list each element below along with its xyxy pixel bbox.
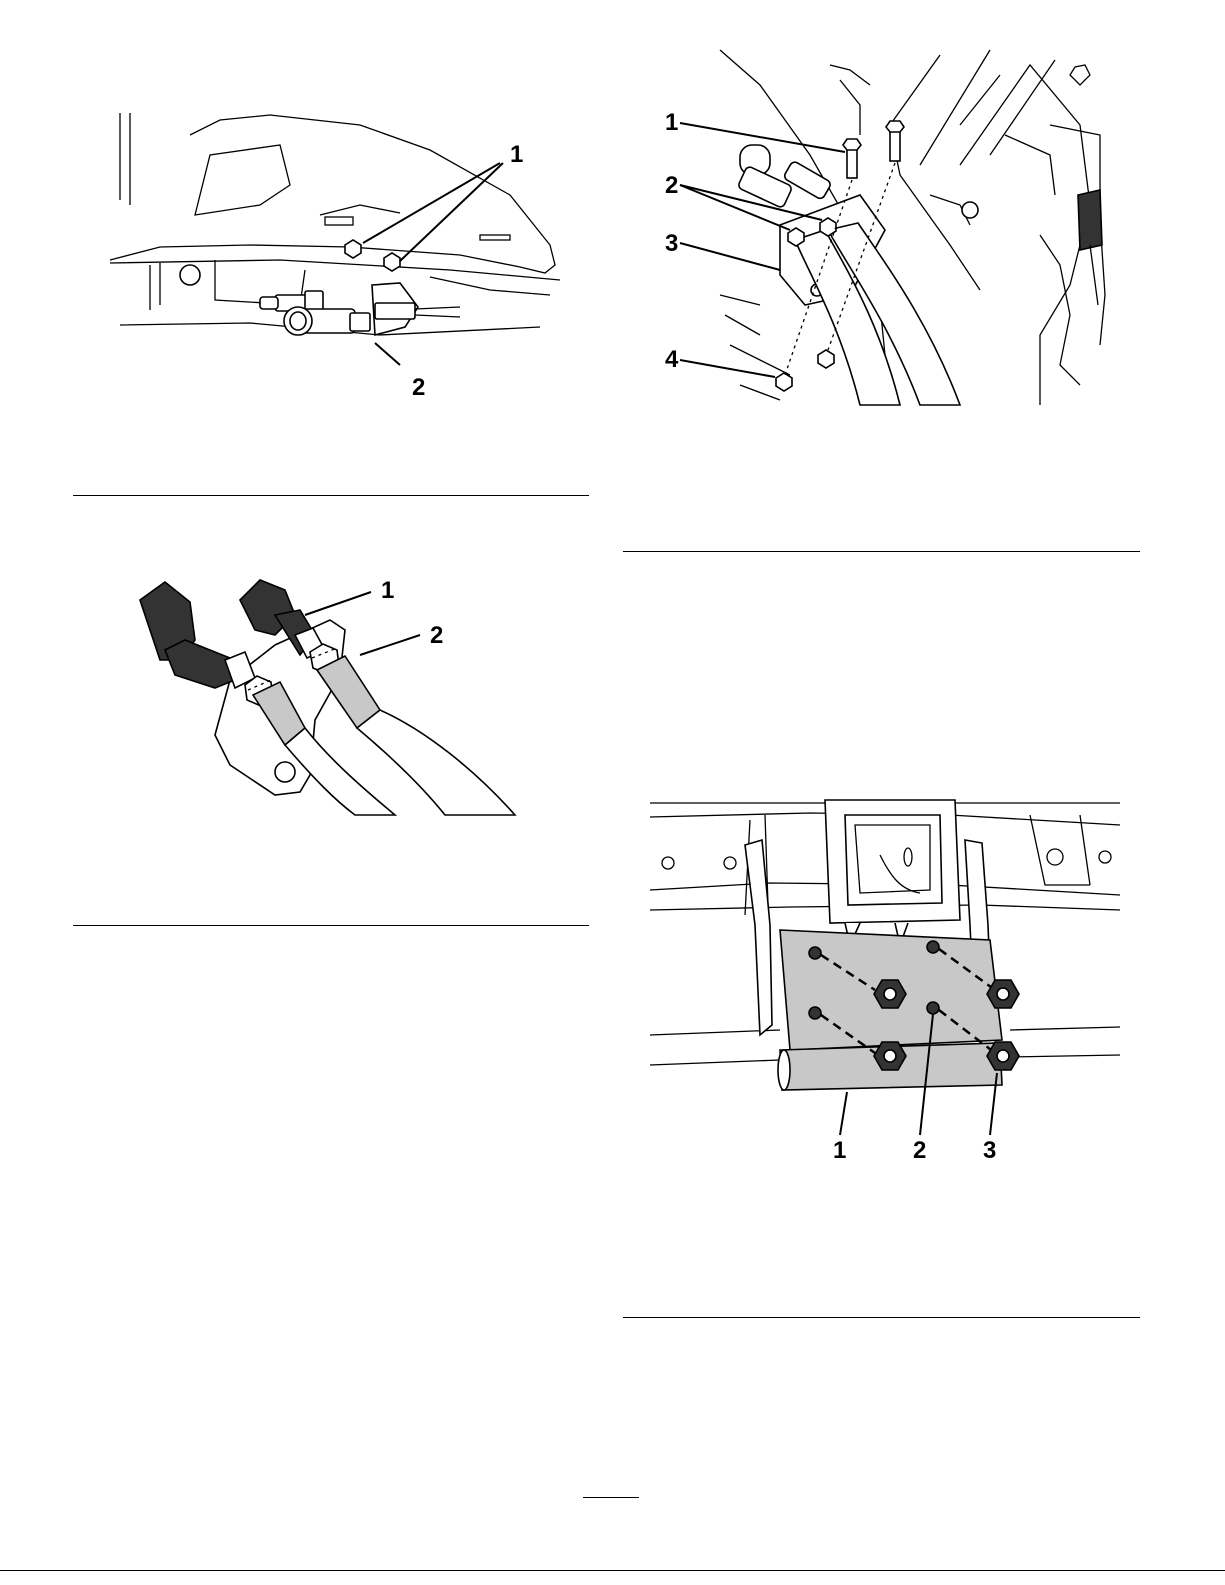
page-number-rule (583, 1497, 639, 1498)
callout-2: 2 (665, 172, 678, 199)
figure-quick-couplers: 1 2 (135, 560, 475, 815)
hex-nut (874, 980, 906, 1008)
figure-hitch-plate-bolts-art: 1 2 (100, 95, 570, 415)
section-divider (73, 925, 589, 926)
figure-hose-bracket-removal: 1 2 3 4 (660, 45, 1110, 415)
callout-1: 1 (665, 109, 678, 136)
figure-hose-bracket-removal-art: 1 2 3 4 (660, 45, 1110, 415)
figure-quick-couplers-art: 1 2 (135, 560, 475, 815)
figure-hitch-mount-plate: 1 2 3 (650, 795, 1120, 1165)
callout-1: 1 (833, 1137, 846, 1164)
callout-1: 1 (381, 577, 394, 604)
callout-2: 2 (913, 1137, 926, 1164)
section-divider (73, 495, 589, 496)
hex-nut (874, 1042, 906, 1070)
callout-2: 2 (430, 622, 443, 649)
callout-4: 4 (665, 346, 679, 373)
callout-3: 3 (665, 230, 678, 257)
section-divider (623, 1317, 1140, 1318)
section-divider (623, 551, 1140, 552)
hex-nut (987, 980, 1019, 1008)
hex-nut (987, 1042, 1019, 1070)
callout-1: 1 (510, 141, 523, 168)
footer-rule (0, 1570, 1225, 1571)
callout-3: 3 (983, 1137, 996, 1164)
callout-2: 2 (412, 374, 425, 401)
figure-hitch-plate-bolts: 1 2 (100, 95, 570, 415)
figure-hitch-mount-plate-art: 1 2 3 (650, 795, 1120, 1165)
